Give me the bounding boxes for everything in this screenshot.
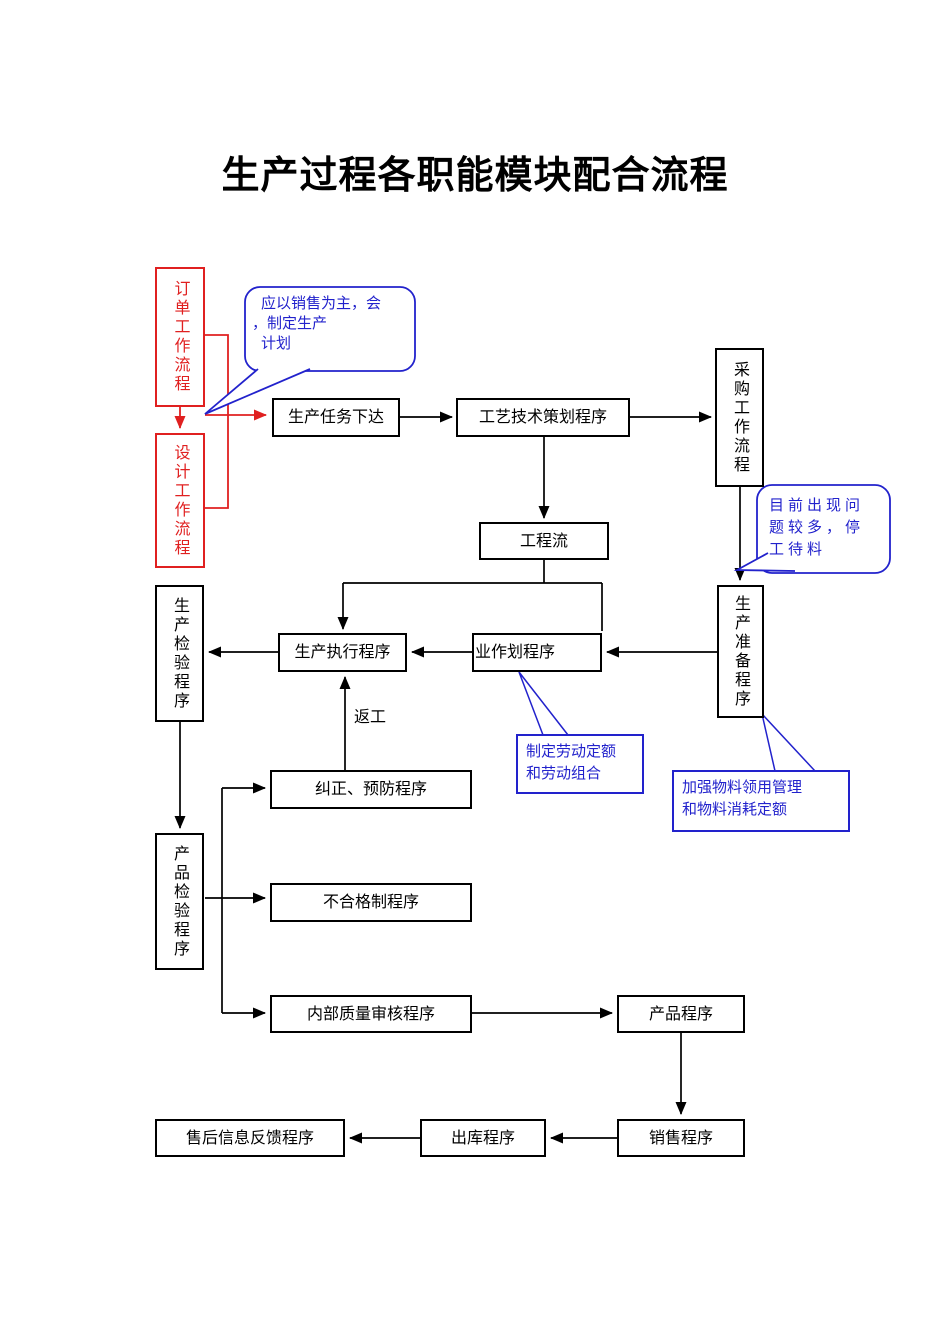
node-internal-audit: 内部质量审核程序 [270,995,472,1033]
sales-plan-line-2: ，制定生产 [252,315,328,332]
sales-plan-bubble-text: 应以销售为主，会 ，制定生产 计划 [252,294,410,354]
node-production-exec: 生产执行程序 [278,633,407,672]
node-purchasing-flow: 采购工作流程 [715,348,764,487]
node-product-inspection: 产品检验程序 [155,833,204,970]
material-shortage-bubble-text: 目前出现问 题较多，停 工待料 [769,495,884,561]
node-aftersales-feedback-label: 售后信息反馈程序 [185,1129,314,1147]
material-mgmt-callout: 加强物料领用管理 和物料消耗定额 [672,770,850,832]
material-mgmt-line-2: 和物料消耗定额 [682,801,788,818]
labor-quota-leader [518,671,569,736]
node-correction-prevention-label: 纠正、预防程序 [314,781,427,798]
labor-quota-line-2: 和劳动组合 [526,765,602,782]
inspection-branch-line [205,788,223,1013]
material-shortage-line-1: 目前出现问 [769,497,865,514]
engineering-elbow-line [343,559,603,631]
node-product-inspection-label: 产品检验程序 [171,844,188,959]
node-aftersales-feedback: 售后信息反馈程序 [155,1119,345,1157]
node-task-release: 生产任务下达 [272,398,400,437]
node-outbound: 出库程序 [420,1119,546,1157]
node-product-storage-label: 产品程序 [648,1005,713,1023]
node-production-inspection: 生产检验程序 [155,585,204,722]
node-production-inspection-label: 生产检验程序 [171,596,188,711]
node-job-planning-label: 业作划程序 [475,644,556,661]
node-task-release-label: 生产任务下达 [287,409,384,426]
node-process-planning-label: 工艺技术策划程序 [478,409,607,426]
node-order-flow: 订单工作流程 [155,267,205,407]
node-sales-label: 销售程序 [648,1129,713,1147]
sales-plan-line-1: 应以销售为主，会 [261,295,382,312]
material-shortage-line-2: 题较多，停 [769,519,865,536]
node-process-planning: 工艺技术策划程序 [456,398,630,437]
red-bracket-line [205,334,229,509]
node-purchasing-flow-label: 采购工作流程 [731,360,748,475]
labor-quota-callout: 制定劳动定额 和劳动组合 [516,734,644,794]
page-title: 生产过程各职能模块配合流程 [221,155,729,197]
node-production-prep: 生产准备程序 [717,585,764,718]
sales-plan-line-3: 计划 [261,335,292,352]
material-shortage-line-3: 工待料 [769,541,827,558]
node-product-storage: 产品程序 [617,995,745,1033]
node-order-flow-label: 订单工作流程 [171,280,189,394]
node-outbound-label: 出库程序 [450,1129,515,1147]
node-production-exec-label: 生产执行程序 [294,644,391,661]
node-nonconforming-control-label: 不合格制程序 [322,894,419,911]
node-engineering-flow-label: 工程流 [519,532,568,550]
node-sales: 销售程序 [617,1119,745,1157]
node-internal-audit-label: 内部质量审核程序 [306,1005,435,1023]
node-nonconforming-control: 不合格制程序 [270,883,472,922]
node-production-prep-label: 生产准备程序 [732,594,749,709]
labor-quota-line-1: 制定劳动定额 [526,743,617,760]
node-design-flow: 设计工作流程 [155,433,205,568]
node-job-planning: 业作划程序 [472,633,602,672]
node-engineering-flow: 工程流 [479,522,609,560]
material-mgmt-leader [760,711,816,772]
rework-edge-label: 返工 [352,703,389,727]
material-mgmt-line-1: 加强物料领用管理 [682,779,803,796]
node-design-flow-label: 设计工作流程 [171,443,189,558]
node-correction-prevention: 纠正、预防程序 [270,770,472,809]
